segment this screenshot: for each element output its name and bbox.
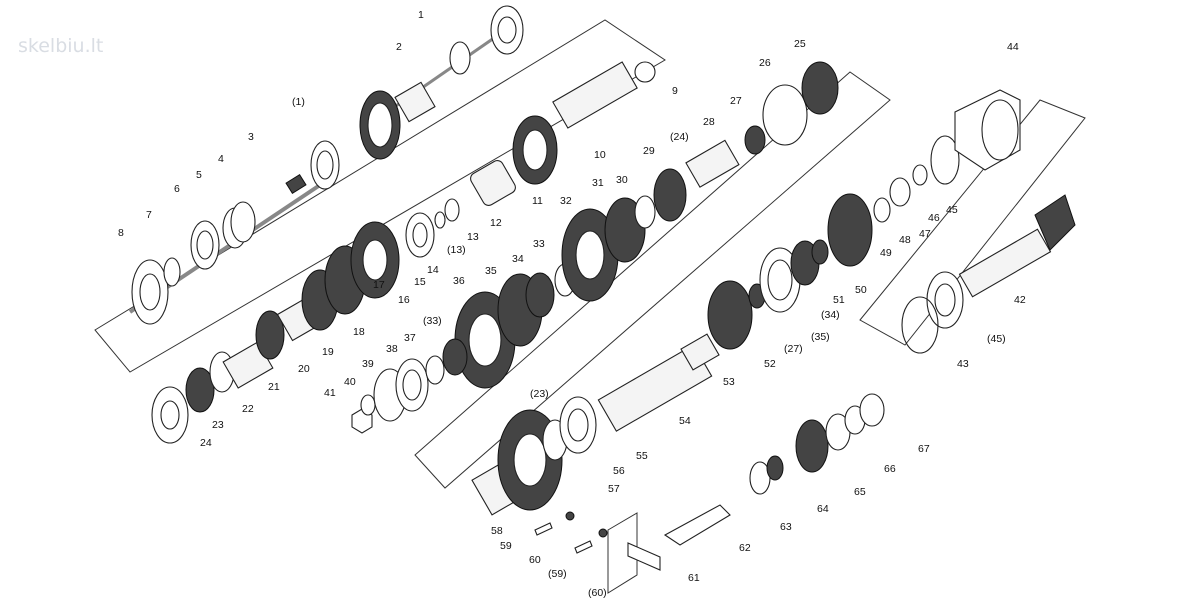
part-label: (34) [821, 309, 840, 321]
frame-middle [414, 71, 891, 489]
part-label: 38 [386, 343, 398, 355]
part-label: (45) [987, 333, 1006, 345]
part-label: 27 [730, 95, 742, 107]
part-label: 39 [362, 358, 374, 370]
center-gears [454, 61, 839, 389]
top-shaft-assembly [128, 5, 524, 325]
part-label: 12 [490, 217, 502, 229]
output-shaft-assembly [471, 135, 960, 516]
part-label: 61 [688, 572, 700, 584]
part-label: 24 [200, 437, 212, 449]
part-label: 9 [672, 85, 678, 97]
part-label: (24) [670, 131, 689, 143]
part-label: 29 [643, 145, 655, 157]
part-label: 4 [218, 153, 224, 165]
part-label: (23) [530, 388, 549, 400]
part-label: 56 [613, 465, 625, 477]
part-label: 41 [324, 387, 336, 399]
part-label: 5 [196, 169, 202, 181]
part-label: (27) [784, 343, 803, 355]
part-label: 44 [1007, 41, 1019, 53]
part-label: 7 [146, 209, 152, 221]
part-label: 28 [703, 116, 715, 128]
part-label: 15 [414, 276, 426, 288]
part-label: 23 [212, 419, 224, 431]
part-label: 59 [500, 540, 512, 552]
part-label: (33) [423, 315, 442, 327]
part-label: 49 [880, 247, 892, 259]
part-label: (35) [811, 331, 830, 343]
frame-bottom [607, 512, 638, 594]
part-label: 53 [723, 376, 735, 388]
part-label: 31 [592, 177, 604, 189]
part-label: 19 [322, 346, 334, 358]
part-label: 32 [560, 195, 572, 207]
part-label: 3 [248, 131, 254, 143]
part-label: 16 [398, 294, 410, 306]
small-parts-group [351, 338, 468, 434]
part-label: 52 [764, 358, 776, 370]
part-label: 37 [404, 332, 416, 344]
part-label: 47 [919, 228, 931, 240]
part-label: 58 [491, 525, 503, 537]
part-label: 20 [298, 363, 310, 375]
frame-right [859, 99, 1086, 346]
part-label: 42 [1014, 294, 1026, 306]
part-label: 62 [739, 542, 751, 554]
part-labels: 12(1)345678910111213(13)1415161718192021… [118, 9, 1026, 599]
part-label: 8 [118, 227, 124, 239]
part-label: 33 [533, 238, 545, 250]
lower-right-parts [534, 393, 885, 571]
part-label: 13 [467, 231, 479, 243]
part-label: 55 [636, 450, 648, 462]
part-label: 25 [794, 38, 806, 50]
frame-top [94, 19, 666, 373]
part-label: 35 [485, 265, 497, 277]
part-label: 60 [529, 554, 541, 566]
part-label: 11 [532, 195, 543, 207]
part-label: 63 [780, 521, 792, 533]
part-label: 40 [344, 376, 356, 388]
part-label: 54 [679, 415, 691, 427]
part-label: 1 [418, 9, 424, 21]
bevel-shaft-assembly [901, 89, 1076, 354]
part-label: 66 [884, 463, 896, 475]
part-label: 48 [899, 234, 911, 246]
part-label: 50 [855, 284, 867, 296]
part-label: 21 [268, 381, 280, 393]
part-label: 22 [242, 403, 254, 415]
part-label: 67 [918, 443, 930, 455]
part-label: 2 [396, 41, 402, 53]
part-label: 17 [373, 279, 385, 291]
part-label: (59) [548, 568, 567, 580]
part-label: 43 [957, 358, 969, 370]
part-label: 10 [594, 149, 606, 161]
part-label: 64 [817, 503, 829, 515]
part-label: 65 [854, 486, 866, 498]
part-label: 14 [427, 264, 439, 276]
part-label: 26 [759, 57, 771, 69]
part-label: (13) [447, 244, 466, 256]
part-label: 30 [616, 174, 628, 186]
part-label: 57 [608, 483, 620, 495]
part-label: 6 [174, 183, 180, 195]
part-label: 45 [946, 204, 958, 216]
part-label: (60) [588, 587, 607, 599]
watermark: skelbiu.lt [18, 35, 103, 57]
part-label: 34 [512, 253, 524, 265]
part-label: (1) [292, 96, 305, 108]
main-gear-train [151, 61, 656, 444]
part-label: 46 [928, 212, 940, 224]
part-label: 36 [453, 275, 465, 287]
part-label: 18 [353, 326, 365, 338]
part-label: 51 [833, 294, 845, 306]
